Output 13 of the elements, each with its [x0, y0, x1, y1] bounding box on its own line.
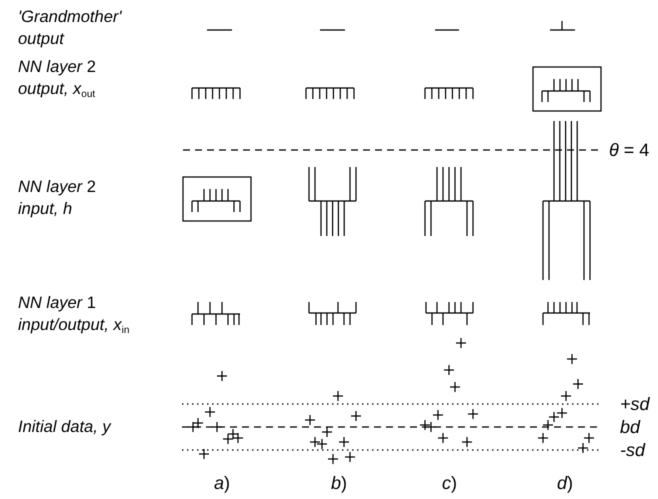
row-label: NN layer 2 output, x$_{out}$ — [18, 57, 97, 102]
band-label: +sd — [620, 393, 650, 415]
threshold-label: θ = 4 — [609, 139, 650, 161]
panel-label: c) — [442, 472, 457, 494]
panel-label: a) — [214, 472, 230, 494]
panel-label: b) — [331, 472, 348, 494]
panel-label: d) — [557, 472, 574, 494]
row-label: NN layer 2 input, h — [18, 177, 97, 220]
row-label: NN layer 1 input/output, x$_{in}$ — [18, 293, 130, 338]
band-label: bd — [620, 416, 640, 438]
band-label: -sd — [620, 439, 646, 461]
row-label: 'Grandmother' output — [18, 7, 123, 50]
row-label: Initial data, y — [18, 417, 111, 438]
